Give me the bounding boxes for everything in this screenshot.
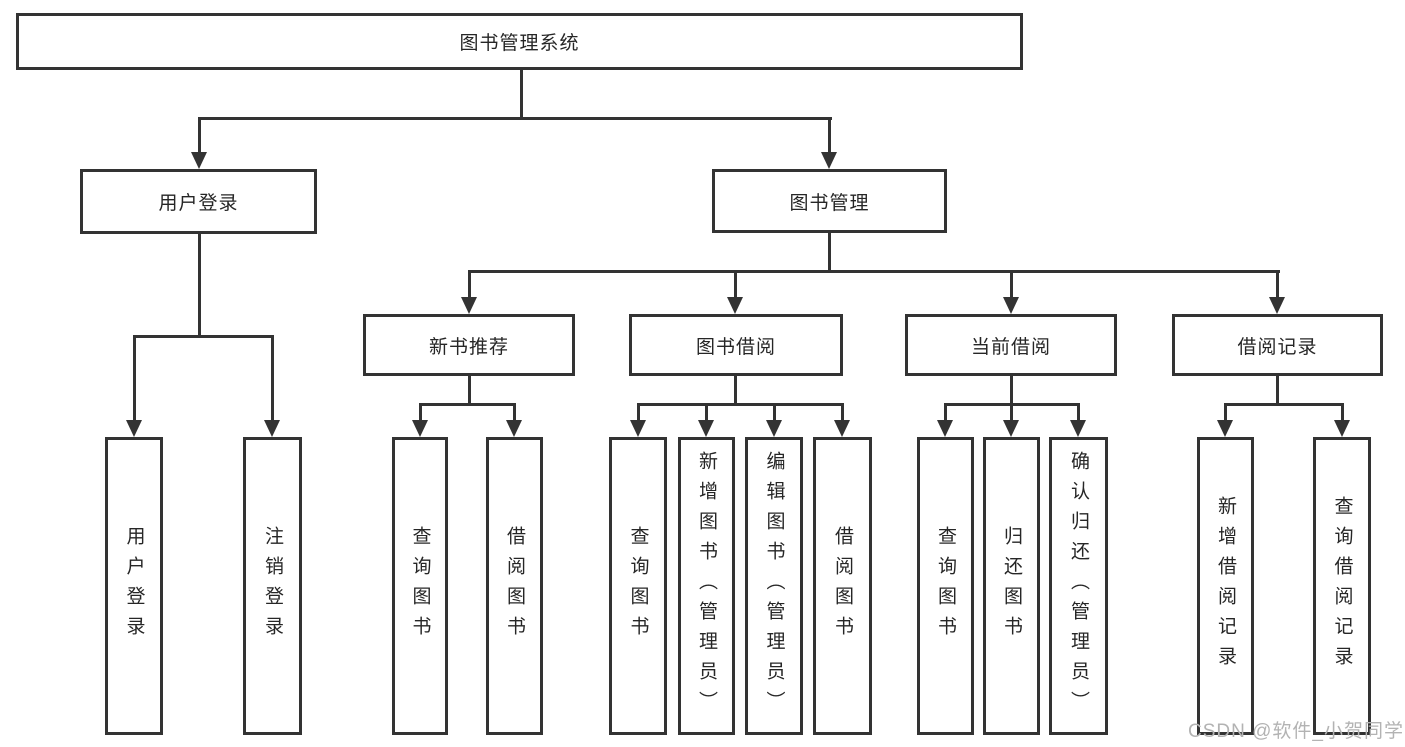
arrowhead-icon (834, 420, 850, 437)
leaf-label: 查询图书 (935, 526, 956, 646)
arrowhead-icon (821, 152, 837, 169)
connector-to-leaf (841, 403, 844, 420)
node-borrow-records: 借阅记录 (1172, 314, 1383, 376)
leaf-logout: 注销登录 (243, 437, 302, 735)
connector-to-user-login (198, 117, 201, 153)
connector-to-leaf (773, 403, 776, 420)
connector-to-book-mgmt (828, 117, 831, 153)
arrowhead-icon (264, 420, 280, 437)
arrowhead-icon (126, 420, 142, 437)
connector-to-leaf (1010, 403, 1013, 420)
leaf-label: 查询图书 (627, 526, 649, 646)
connector-records-stem (1276, 376, 1279, 405)
node-new-book-recommend-label: 新书推荐 (428, 336, 509, 358)
leaf-label: 新增图书（管理员） (696, 451, 717, 721)
connector-to-leaf (419, 403, 422, 420)
node-root-label: 图书管理系统 (459, 33, 580, 54)
leaf-label: 用户登录 (123, 526, 145, 646)
leaf-records-query-record: 查询借阅记录 (1313, 437, 1371, 735)
leaf-borrow-add-books-admin: 新增图书（管理员） (678, 437, 735, 735)
arrowhead-icon (412, 420, 428, 437)
leaf-current-return-books: 归还图书 (983, 437, 1040, 735)
leaf-borrow-query-books: 查询图书 (609, 437, 667, 735)
connector-root-stem (520, 69, 523, 119)
connector-root-bus (198, 117, 832, 120)
node-borrow-records-label: 借阅记录 (1237, 336, 1318, 358)
node-root: 图书管理系统 (16, 13, 1023, 70)
arrowhead-icon (937, 420, 953, 437)
arrowhead-icon (1070, 420, 1086, 437)
leaf-label: 查询图书 (409, 526, 431, 646)
connector-borrow-bus (637, 403, 844, 406)
connector-current-stem (1010, 376, 1013, 405)
connector-records-bus (1224, 403, 1344, 406)
leaf-label: 新增借阅记录 (1215, 496, 1236, 676)
node-user-login: 用户登录 (80, 169, 317, 234)
connector-to-current (1010, 270, 1013, 298)
arrowhead-icon (630, 420, 646, 437)
node-book-management-label: 图书管理 (789, 192, 870, 214)
arrowhead-icon (1003, 297, 1019, 314)
leaf-current-confirm-return-admin: 确认归还（管理员） (1049, 437, 1108, 735)
node-current-borrow-label: 当前借阅 (970, 336, 1051, 358)
connector-to-new-rec (468, 270, 471, 298)
leaf-borrow-borrow-books: 借阅图书 (813, 437, 872, 735)
connector-to-leaf (637, 403, 640, 420)
connector-to-leaf (705, 403, 708, 420)
connector-new-rec-bus (419, 403, 516, 406)
node-book-borrow: 图书借阅 (629, 314, 843, 376)
watermark: CSDN @软件_小贺同学 (1188, 721, 1404, 742)
connector-to-leaf (944, 403, 947, 420)
connector-to-leaf-logout (271, 335, 274, 420)
connector-to-leaf (1341, 403, 1344, 420)
connector-book-mgmt-bus (468, 270, 1280, 273)
connector-book-mgmt-stem (828, 233, 831, 272)
arrowhead-icon (1217, 420, 1233, 437)
leaf-newrec-borrow-books: 借阅图书 (486, 437, 543, 735)
leaf-label: 注销登录 (262, 526, 283, 646)
connector-user-login-stem (198, 234, 201, 337)
leaf-user-login: 用户登录 (105, 437, 163, 735)
arrowhead-icon (191, 152, 207, 169)
connector-user-login-bus (133, 335, 274, 338)
connector-new-rec-stem (468, 376, 471, 405)
arrowhead-icon (1269, 297, 1285, 314)
arrowhead-icon (727, 297, 743, 314)
leaf-label: 归还图书 (1001, 526, 1022, 646)
leaf-label: 确认归还（管理员） (1068, 451, 1089, 721)
leaf-records-add-record: 新增借阅记录 (1197, 437, 1254, 735)
arrowhead-icon (506, 420, 522, 437)
arrowhead-icon (1003, 420, 1019, 437)
connector-to-records (1276, 270, 1279, 298)
node-book-borrow-label: 图书借阅 (695, 336, 776, 358)
arrowhead-icon (461, 297, 477, 314)
leaf-current-query-books: 查询图书 (917, 437, 974, 735)
arrowhead-icon (766, 420, 782, 437)
connector-to-leaf (513, 403, 516, 420)
leaf-label: 查询借阅记录 (1331, 496, 1353, 676)
arrowhead-icon (698, 420, 714, 437)
leaf-newrec-query-books: 查询图书 (392, 437, 448, 735)
leaf-label: 编辑图书（管理员） (763, 451, 785, 721)
leaf-borrow-edit-books-admin: 编辑图书（管理员） (745, 437, 803, 735)
connector-to-leaf (1224, 403, 1227, 420)
node-new-book-recommend: 新书推荐 (363, 314, 575, 376)
node-current-borrow: 当前借阅 (905, 314, 1117, 376)
connector-to-leaf-login (133, 335, 136, 420)
node-user-login-label: 用户登录 (158, 193, 239, 214)
node-book-management: 图书管理 (712, 169, 947, 233)
connector-to-leaf (1077, 403, 1080, 420)
leaf-label: 借阅图书 (832, 526, 853, 646)
leaf-label: 借阅图书 (504, 526, 525, 646)
arrowhead-icon (1334, 420, 1350, 437)
connector-to-borrow (734, 270, 737, 298)
connector-borrow-stem (734, 376, 737, 405)
